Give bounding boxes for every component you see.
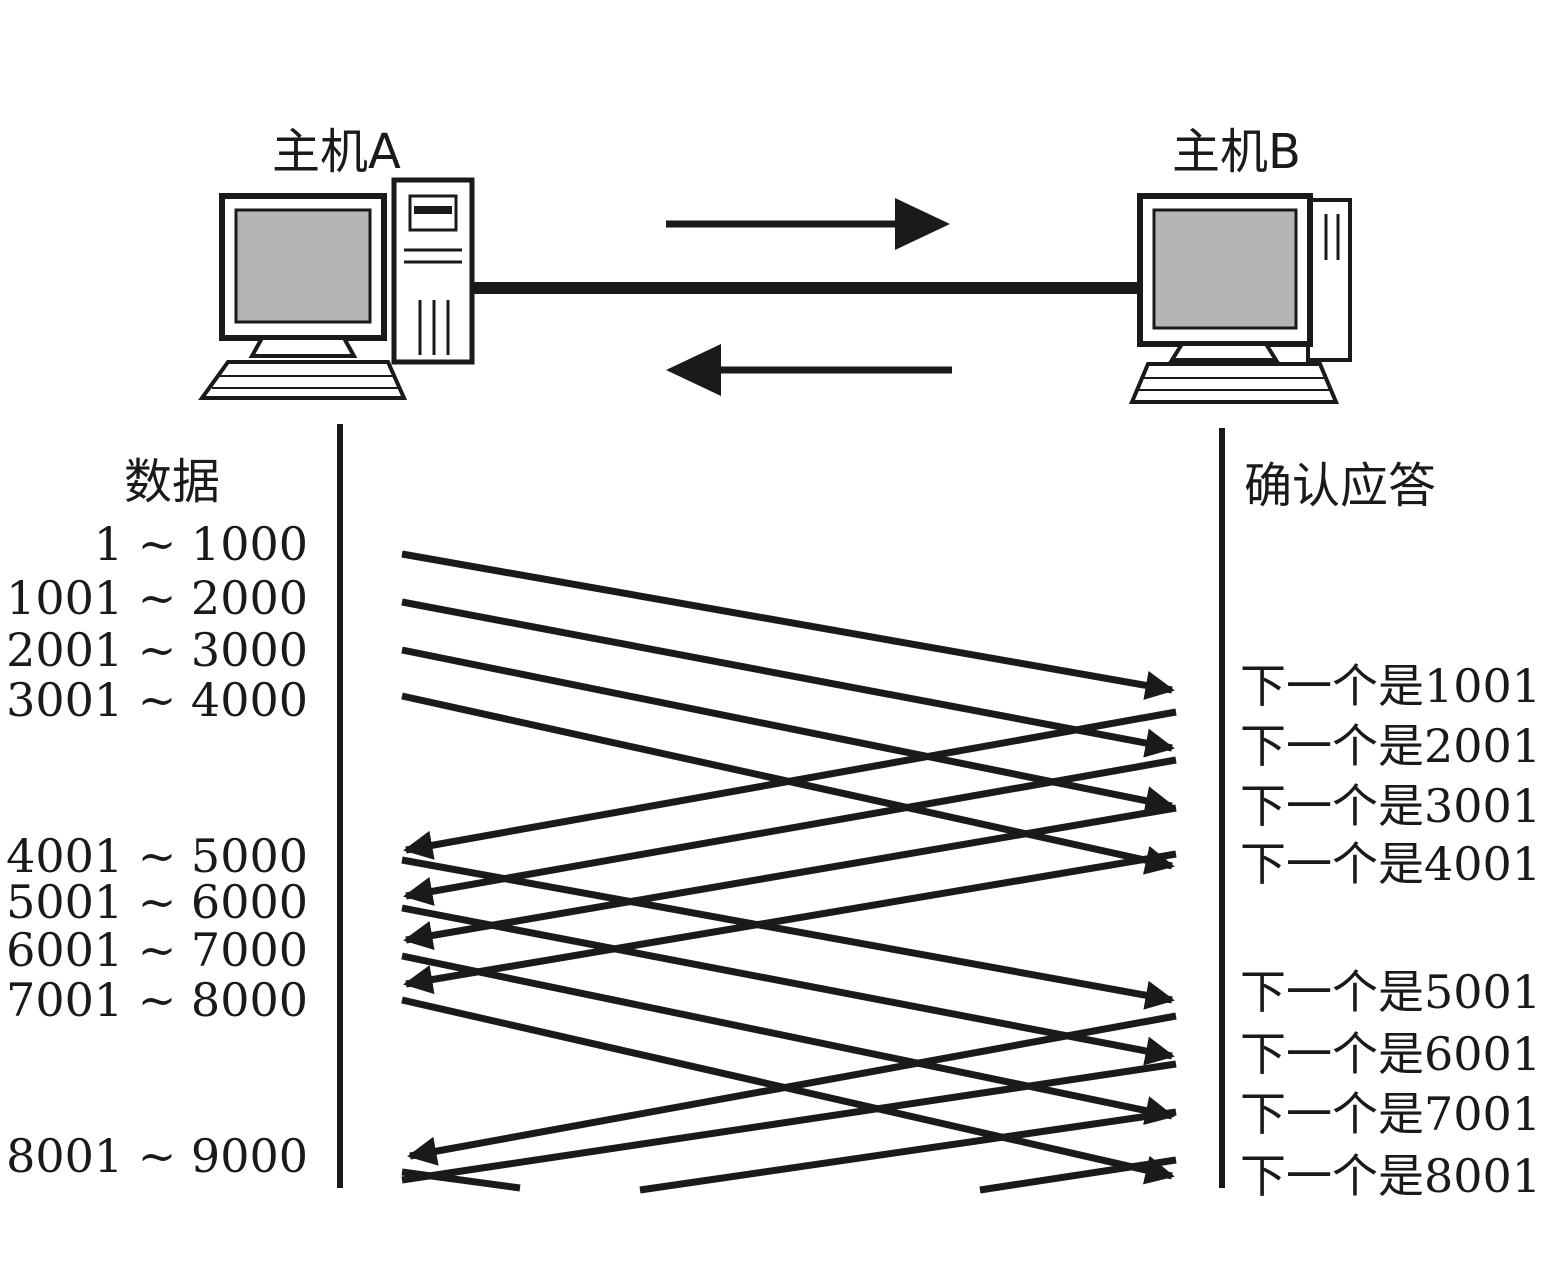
ack-label: 下一个是7001 <box>1240 1087 1541 1141</box>
host-b-label: 主机B <box>1172 124 1301 180</box>
segment-label: 3001 ~ 4000 <box>6 673 308 727</box>
segment-label: 1001 ~ 2000 <box>6 571 308 625</box>
segment-flows <box>401 550 1177 1194</box>
host-a-computer-icon <box>198 177 475 400</box>
ack-label: 下一个是6001 <box>1240 1027 1541 1081</box>
host-a-label: 主机A <box>272 124 401 180</box>
data-segment-arrow <box>401 1168 521 1192</box>
ack-label: 下一个是4001 <box>1240 837 1541 891</box>
segment-label: 2001 ~ 3000 <box>6 623 308 677</box>
ack-label: 下一个是1001 <box>1240 659 1541 713</box>
segment-label: 1 ~ 1000 <box>94 517 308 571</box>
ack-arrow <box>407 1012 1177 1166</box>
arrow-left-icon <box>666 344 952 396</box>
segment-label: 6001 ~ 7000 <box>6 923 308 977</box>
ack-label: 下一个是8001 <box>1240 1149 1541 1203</box>
data-segment-arrow <box>401 856 1175 1010</box>
data-segment-arrow <box>401 952 1175 1126</box>
data-segment-arrow <box>401 598 1175 758</box>
ack-label: 下一个是5001 <box>1240 965 1541 1019</box>
segment-label: 5001 ~ 6000 <box>6 875 308 929</box>
ack-arrow <box>403 850 1177 995</box>
ack-arrow <box>401 1060 1177 1184</box>
segment-label: 4001 ~ 5000 <box>6 829 308 883</box>
data-segment-arrow <box>401 550 1175 700</box>
ack-label: 下一个是3001 <box>1240 779 1541 833</box>
ack-column-heading: 确认应答 <box>1244 458 1436 514</box>
data-column-heading: 数据 <box>124 454 220 510</box>
ack-label: 下一个是2001 <box>1240 719 1541 773</box>
arrow-right-icon <box>666 198 950 250</box>
ack-arrow <box>403 708 1177 860</box>
segment-label: 8001 ~ 9000 <box>6 1129 308 1183</box>
ack-arrow <box>639 1108 1177 1194</box>
data-segment-arrow <box>401 904 1175 1066</box>
ack-arrow <box>403 756 1177 906</box>
ack-arrow <box>403 804 1177 951</box>
segment-label: 7001 ~ 8000 <box>6 973 308 1027</box>
ack-arrow <box>979 1156 1177 1194</box>
host-b-computer-icon <box>1128 193 1352 404</box>
